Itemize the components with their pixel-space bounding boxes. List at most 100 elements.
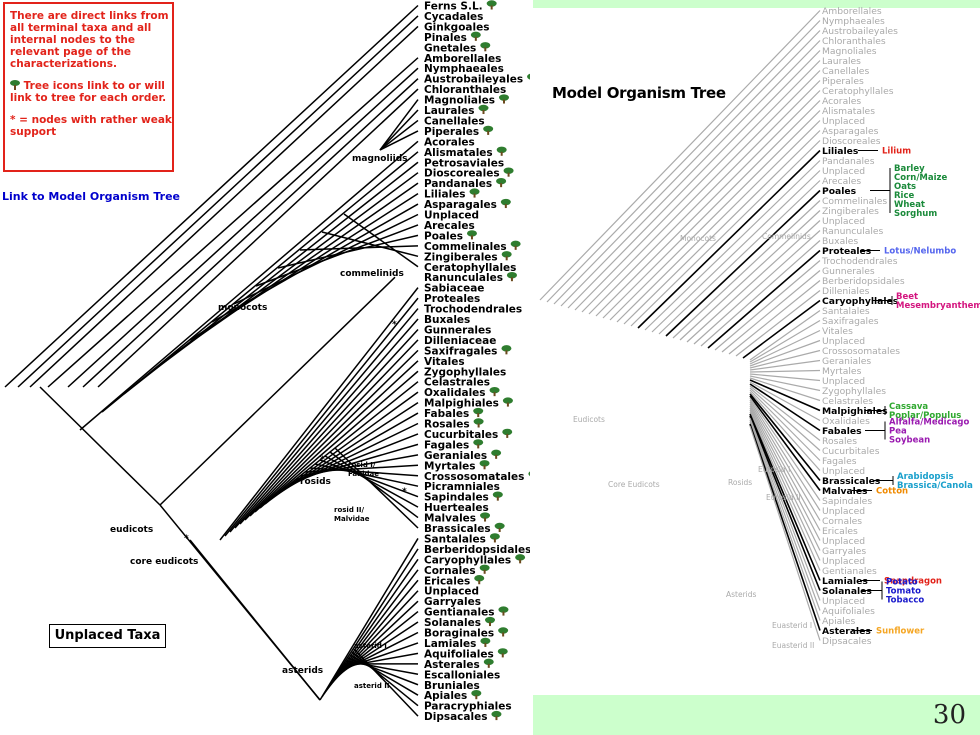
model-order-lamiales: Lamiales — [822, 576, 868, 587]
organism-lotus-nelumbo: Lotus/Nelumbo — [884, 247, 956, 257]
organism-rice: Rice — [894, 191, 914, 201]
model-order-unplaced: Unplaced — [822, 466, 865, 477]
tree-icon-trunk — [504, 204, 507, 209]
tree-branch-asterid — [341, 652, 419, 668]
order-label-asterales: Asterales — [424, 659, 480, 671]
tree-branch-eudicot — [249, 349, 419, 517]
model-order-geraniales: Geraniales — [822, 356, 871, 367]
tree-branch-asterid — [351, 651, 419, 707]
tree-icon — [499, 94, 509, 101]
model-tree-branch — [749, 385, 821, 441]
tree-icon — [491, 449, 502, 457]
tree-branch-monocot — [189, 192, 419, 341]
tree-branch-monocot — [321, 231, 419, 258]
model-order-liliales: Liliales — [822, 146, 859, 157]
clade-label-asterids: asterids — [282, 666, 323, 676]
tree-branch-eudicot — [324, 455, 419, 508]
link-model-organism-tree[interactable]: Link to Model Organism Tree — [2, 190, 180, 203]
order-label-berberidopsidales: Berberidopsidales — [424, 544, 530, 556]
tree-branch-eudicot — [234, 318, 419, 529]
tree-icon — [473, 439, 484, 446]
order-label-dilleniaceae: Dilleniaceae — [424, 335, 496, 347]
clade-label-rosid-ii-b: Malvidae — [334, 515, 370, 523]
legend-box: There are direct links from all terminal… — [3, 2, 174, 172]
clade-label-magnoliids: magnoliids — [352, 154, 408, 164]
tree-branch — [29, 25, 419, 388]
clade-label-eudicots: eudicots — [110, 525, 153, 535]
order-label-liliales: Liliales — [424, 189, 466, 201]
model-order-dilleniales: Dilleniales — [822, 286, 870, 297]
organism-lilium: Lilium — [882, 147, 911, 157]
model-tree-branch — [749, 395, 821, 491]
clade-label-commelinids: commelinids — [340, 269, 404, 279]
tree-icon-trunk — [484, 517, 487, 522]
tree-icon-trunk — [478, 580, 481, 585]
model-tree-branch — [749, 349, 821, 369]
tree-icon-trunk — [487, 130, 490, 135]
order-label-canellales: Canellales — [424, 115, 485, 127]
order-label-gentianales: Gentianales — [424, 607, 494, 619]
model-tree-branch — [749, 413, 821, 581]
model-order-celastrales: Celastrales — [822, 396, 873, 407]
tree-icon — [502, 397, 513, 404]
order-label-chloranthales: Chloranthales — [424, 84, 506, 96]
tree-icon — [478, 104, 489, 112]
model-order-crossosomatales: Crossosomatales — [822, 346, 900, 357]
tree-icon — [496, 146, 507, 153]
tree-icon — [491, 710, 502, 718]
tree-icon — [474, 575, 485, 582]
tree-branch — [82, 78, 419, 388]
unplaced-taxa-box[interactable]: Unplaced Taxa — [49, 624, 166, 648]
order-label-malpighiales: Malpighiales — [424, 398, 499, 410]
model-tree-branch — [581, 70, 821, 313]
model-order-rosales: Rosales — [822, 436, 857, 447]
tree-icon-trunk — [505, 350, 508, 355]
tree-icon-trunk — [495, 716, 498, 721]
tree-icon-trunk — [490, 5, 493, 10]
model-tree-branch — [749, 339, 821, 367]
tree-icon — [473, 418, 484, 425]
model-tree-branch — [602, 100, 821, 319]
organism-corn-maize: Corn/Maize — [894, 173, 947, 183]
model-order-vitales: Vitales — [822, 326, 853, 337]
organism-oats: Oats — [894, 182, 916, 192]
order-label-asparagales: Asparagales — [424, 199, 497, 211]
model-order-fabales: Fabales — [822, 426, 862, 437]
model-organism-tree-title: Model Organism Tree — [552, 84, 726, 102]
angiosperm-phylogeny-tree: Ferns S.L.CycadalesGinkgoalesPinalesGnet… — [4, 0, 530, 723]
order-label-gnetales: Gnetales — [424, 42, 476, 54]
model-order-dipsacales: Dipsacales — [822, 636, 872, 647]
model-order-acorales: Acorales — [822, 96, 861, 107]
organism-sorghum: Sorghum — [894, 209, 937, 219]
tree-icon — [480, 512, 491, 519]
tree-icon-trunk — [493, 392, 496, 397]
model-order-zygophyllales: Zygophyllales — [822, 386, 886, 397]
tree-icon — [501, 251, 512, 258]
order-label-caryophyllales: Caryophyllales — [424, 554, 511, 566]
tree-branch-asterid — [349, 654, 419, 696]
model-tree-branch — [567, 50, 821, 309]
tree-icon-trunk — [484, 47, 487, 52]
order-label-amborellales: Amborellales — [424, 53, 501, 65]
model-tree-branch — [749, 409, 821, 561]
model-order-oxalidales: Oxalidales — [822, 416, 870, 427]
order-label-picramniales: Picramniales — [424, 481, 500, 493]
model-order-proteales: Proteales — [822, 246, 872, 257]
order-label-dipsacales: Dipsacales — [424, 711, 487, 723]
order-label-pandanales: Pandanales — [424, 178, 492, 190]
model-order-ranunculales: Ranunculales — [822, 226, 884, 237]
order-label-alismatales: Alismatales — [424, 147, 493, 159]
tree-icon — [496, 177, 507, 185]
tree-branch-eudicot — [334, 447, 419, 529]
tree-branch-seedplants — [4, 4, 419, 388]
tree-icon-trunk — [487, 663, 490, 668]
model-order-ceratophyllales: Ceratophyllales — [822, 86, 894, 97]
tree-branch-eudicots-upper — [159, 276, 396, 506]
model-tree-branch — [665, 189, 821, 337]
model-order-apiales: Apiales — [822, 616, 856, 627]
model-tree-branch — [749, 425, 821, 641]
tree-branch-monocot — [255, 224, 419, 287]
tree-icon — [483, 125, 494, 133]
tree-icon-trunk — [502, 611, 505, 616]
model-order-fagales: Fagales — [822, 456, 857, 467]
